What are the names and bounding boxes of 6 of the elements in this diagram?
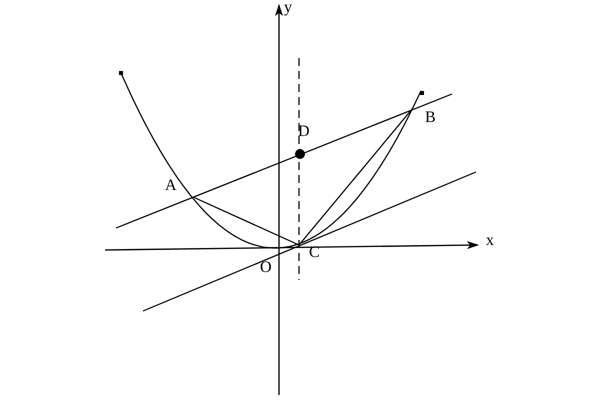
point-label: B	[425, 110, 436, 126]
point-label: O	[260, 260, 272, 276]
point-label: y	[284, 0, 292, 16]
point-label: D	[298, 124, 310, 140]
point-label: x	[486, 233, 494, 249]
point-label: A	[165, 178, 177, 194]
